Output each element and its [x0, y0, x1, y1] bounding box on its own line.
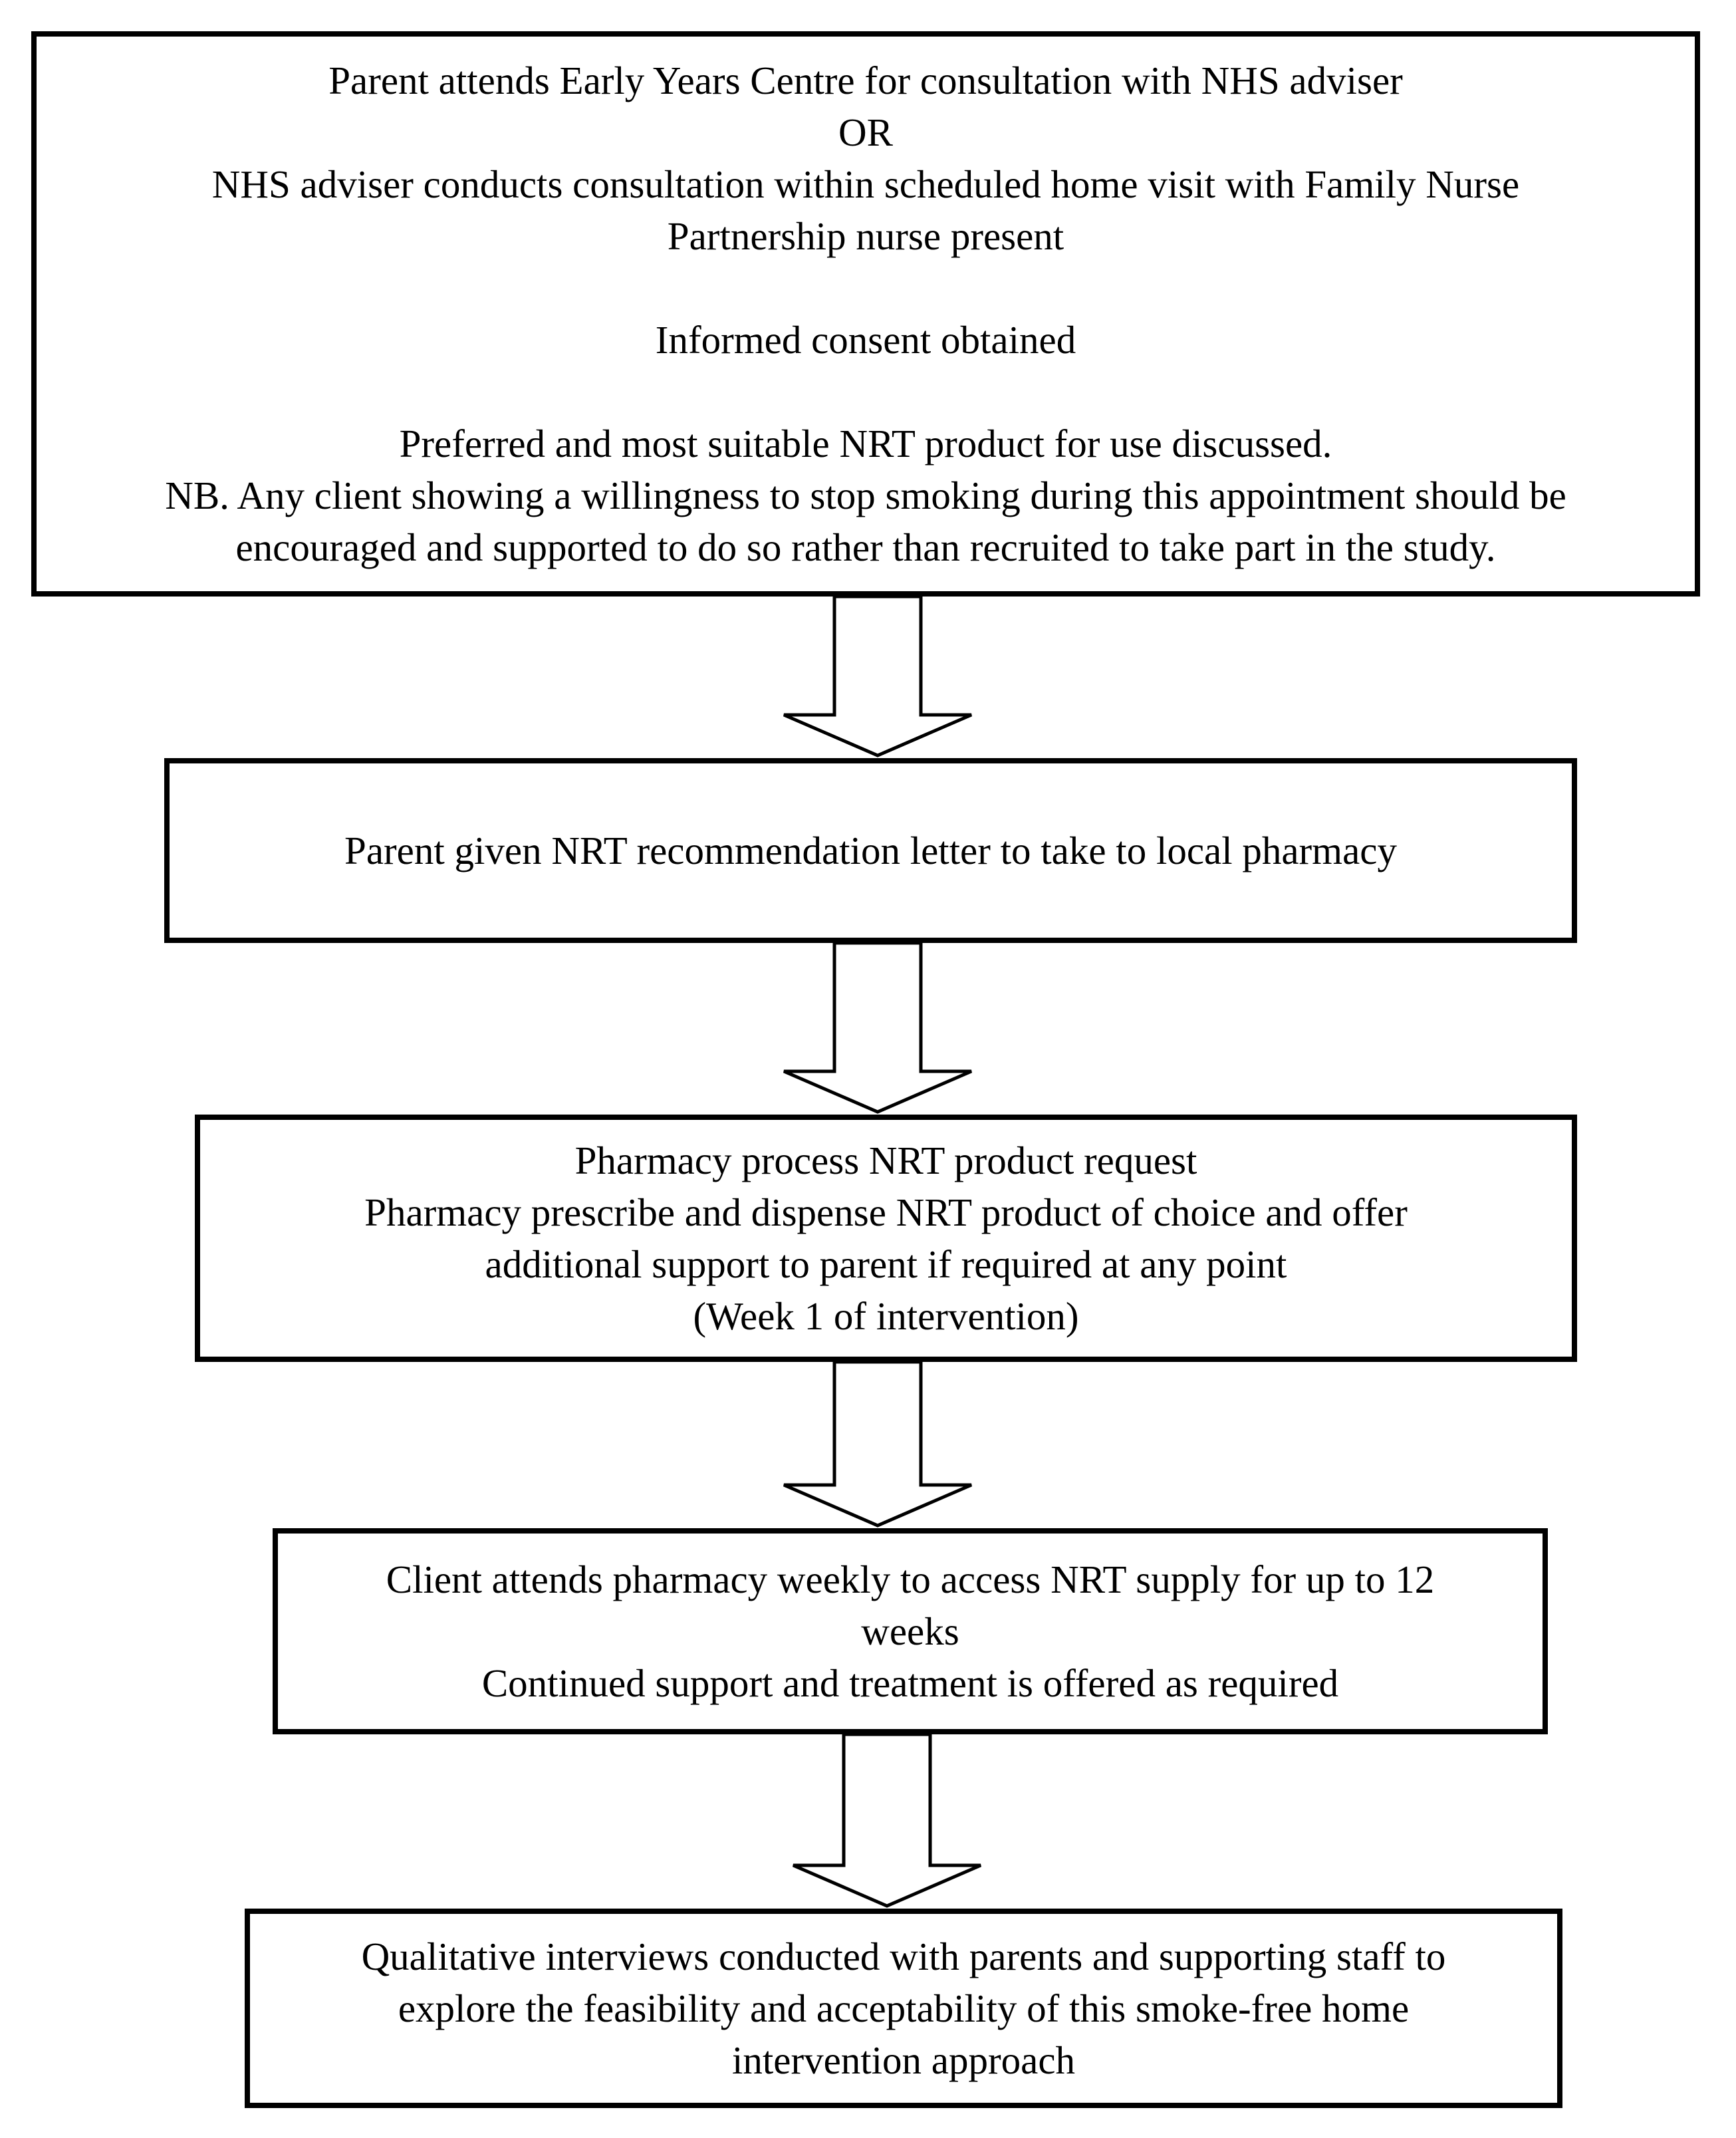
step-4-line-2: weeks [861, 1609, 959, 1653]
step-4-line-1: Client attends pharmacy weekly to access… [386, 1557, 1435, 1601]
step-1-consultation-box: Parent attends Early Years Centre for co… [31, 31, 1700, 597]
step-2-line-1: Parent given NRT recommendation letter t… [344, 829, 1397, 872]
flow-arrow-2 [781, 941, 974, 1115]
step-5-line-3: intervention approach [731, 2038, 1076, 2082]
step-4-line-3: Continued support and treatment is offer… [481, 1661, 1339, 1705]
step-1-line-3: NHS adviser conducts consultation within… [211, 162, 1520, 206]
step-1-line-2: OR [838, 110, 893, 154]
step-3-line-1: Pharmacy process NRT product request [574, 1138, 1197, 1182]
step-1-line-7: NB. Any client showing a willingness to … [165, 473, 1566, 517]
step-1-line-5: Informed consent obtained [655, 318, 1076, 362]
step-2-recommendation-box: Parent given NRT recommendation letter t… [164, 758, 1577, 943]
flow-arrow-3 [781, 1360, 974, 1528]
step-1-line-6: Preferred and most suitable NRT product … [399, 422, 1332, 466]
step-1-line-4: Partnership nurse present [667, 214, 1064, 258]
step-4-weekly-supply-box: Client attends pharmacy weekly to access… [273, 1528, 1548, 1734]
step-3-line-2: Pharmacy prescribe and dispense NRT prod… [364, 1190, 1408, 1234]
step-5-qualitative-interviews-box: Qualitative interviews conducted with pa… [245, 1909, 1562, 2108]
step-3-line-4: (Week 1 of intervention) [693, 1294, 1079, 1338]
flow-arrow-4 [791, 1732, 983, 1909]
step-3-line-3: additional support to parent if required… [485, 1242, 1287, 1286]
step-1-line-8: encouraged and supported to do so rather… [235, 525, 1496, 569]
step-1-line-1: Parent attends Early Years Centre for co… [328, 59, 1403, 102]
step-5-line-2: explore the feasibility and acceptabilit… [398, 1986, 1410, 2030]
step-3-pharmacy-process-box: Pharmacy process NRT product request Pha… [195, 1115, 1577, 1362]
flow-arrow-1 [781, 595, 974, 758]
step-5-line-1: Qualitative interviews conducted with pa… [361, 1935, 1446, 1978]
